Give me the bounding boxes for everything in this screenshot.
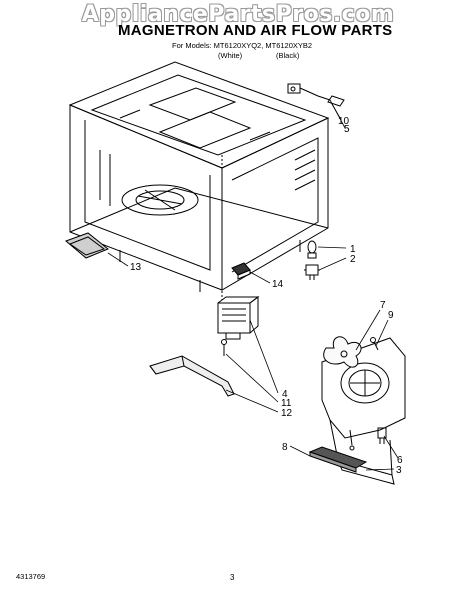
variant-black: (Black) xyxy=(276,51,300,60)
leader-9 xyxy=(375,319,389,347)
diagram-title: MAGNETRON AND AIR FLOW PARTS xyxy=(118,22,393,39)
callout-12: 12 xyxy=(281,408,293,419)
callout-11: 11 xyxy=(281,398,292,409)
leader-3 xyxy=(365,468,395,471)
callout-6: 6 xyxy=(397,455,403,466)
leader-11 xyxy=(225,353,279,403)
callout-10: 10 xyxy=(338,116,350,127)
watermark: AppliancePartsPros.com xyxy=(81,2,395,27)
leader-5 xyxy=(329,99,346,129)
leader-1 xyxy=(317,246,347,249)
fan-motor-assembly xyxy=(321,336,406,485)
callout-2: 2 xyxy=(350,254,356,265)
waveguide-cover xyxy=(65,232,109,259)
foam-strip xyxy=(308,446,368,473)
thermal-cutout-assembly xyxy=(287,83,345,107)
leader-4 xyxy=(249,319,279,394)
callout-13: 13 xyxy=(130,262,142,273)
callout-numbers: 1 2 3 4 5 6 7 8 9 10 11 12 13 14 xyxy=(130,116,403,476)
leader-7 xyxy=(355,309,381,351)
callout-3: 3 xyxy=(396,465,402,476)
leader-14 xyxy=(249,271,271,284)
small-block-part xyxy=(231,262,251,280)
leader-6 xyxy=(383,435,399,459)
callout-leaders xyxy=(107,99,399,471)
callout-5: 5 xyxy=(344,124,350,135)
leader-12 xyxy=(225,389,279,413)
microwave-chassis xyxy=(68,61,330,292)
callout-14: 14 xyxy=(272,279,284,290)
callout-9: 9 xyxy=(388,310,394,321)
callout-8: 8 xyxy=(282,442,288,453)
leader-13 xyxy=(107,252,129,267)
callout-7: 7 xyxy=(380,300,386,311)
lamp-and-socket xyxy=(304,240,320,280)
leader-2 xyxy=(318,257,347,271)
document-number: 4313769 xyxy=(16,572,46,581)
magnetron xyxy=(217,155,260,356)
page-number: 3 xyxy=(230,573,235,582)
model-numbers: For Models: MT6120XYQ2, MT6120XYB2 xyxy=(172,41,313,50)
callout-4: 4 xyxy=(282,389,288,400)
callout-1: 1 xyxy=(350,244,356,255)
leader-8 xyxy=(289,445,311,457)
air-duct-bracket xyxy=(149,355,235,397)
variant-white: (White) xyxy=(218,51,243,60)
